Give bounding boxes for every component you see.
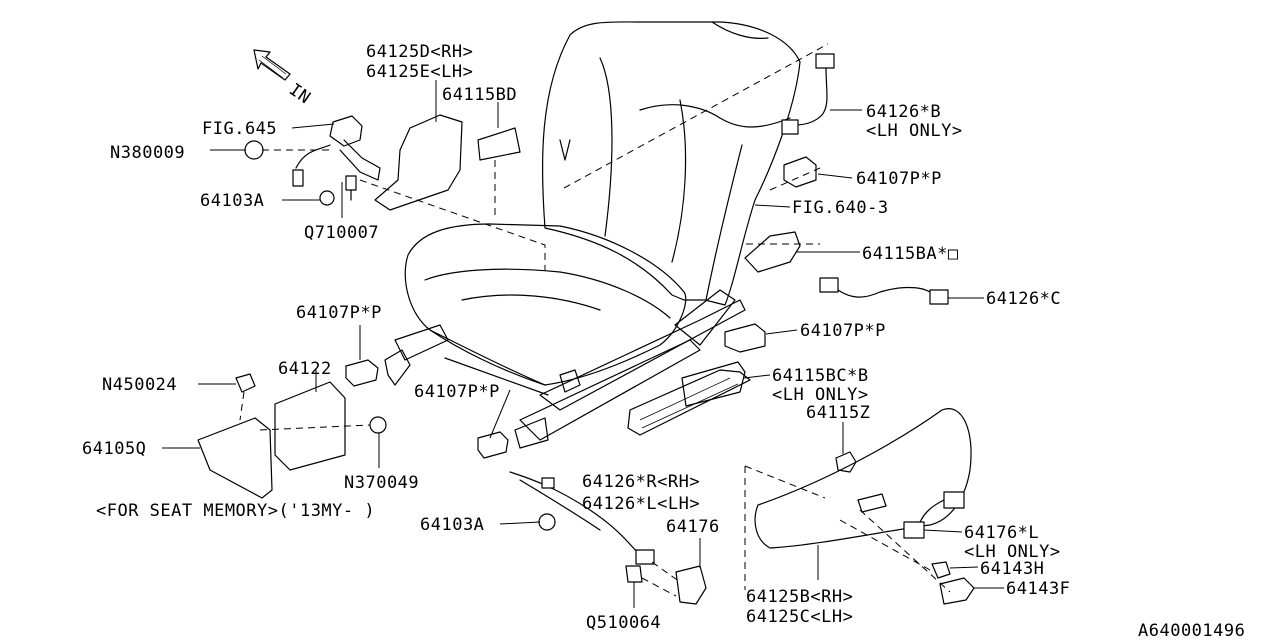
module-64122-drawing xyxy=(274,381,346,471)
harness-64126rl-drawing xyxy=(509,471,655,565)
label-fig645: FIG.645 xyxy=(202,119,277,139)
belt-buckle-drawing xyxy=(292,115,381,187)
label-64103a-top: 64103A xyxy=(200,191,264,211)
nut-n370049-icon xyxy=(369,416,387,434)
label-64122: 64122 xyxy=(278,359,332,379)
part-labels: 64125D<RH> 64125E<LH> 64115BD FIG.645 N3… xyxy=(82,42,1070,633)
label-n370049: N370049 xyxy=(344,473,419,493)
side-shield-rh-drawing xyxy=(374,114,463,211)
harness-64126c-drawing xyxy=(819,277,949,305)
clip-64103a-bottom-icon xyxy=(538,513,556,531)
label-64115bd: 64115BD xyxy=(442,85,517,105)
cover-64115ba-drawing xyxy=(744,231,801,273)
seat-frame-drawing xyxy=(384,289,751,449)
label-64115z: 64115Z xyxy=(806,403,870,423)
side-cover-64125b-drawing xyxy=(754,408,972,549)
label-64115ba: 64115BA*□ xyxy=(862,244,959,264)
cover-64115bd-drawing xyxy=(477,127,521,161)
label-q510064: Q510064 xyxy=(586,613,661,633)
label-64107pp-2: 64107P*P xyxy=(800,321,886,341)
clip-64143h-icon xyxy=(931,561,951,579)
label-64125e: 64125E<LH> xyxy=(366,62,473,82)
label-64125c: 64125C<LH> xyxy=(746,607,853,627)
bracket-64105q-drawing xyxy=(197,417,273,499)
label-64126b: 64126*B xyxy=(866,102,941,122)
nut-n450024-icon xyxy=(235,373,256,393)
label-fig640: FIG.640-3 xyxy=(792,198,889,218)
label-64105q: 64105Q xyxy=(82,439,146,459)
label-64126b-note: <LH ONLY> xyxy=(866,121,963,141)
leader-lines xyxy=(162,80,1004,608)
label-64126c: 64126*C xyxy=(986,289,1061,309)
label-64107pp-1: 64107P*P xyxy=(856,169,942,189)
clip-64107pp-1-drawing xyxy=(783,156,817,188)
label-64143f: 64143F xyxy=(1006,579,1070,599)
harness-64176l-drawing xyxy=(903,491,965,539)
label-n450024: N450024 xyxy=(102,375,177,395)
switch-64176-drawing xyxy=(675,565,707,605)
clip-64143f-icon xyxy=(939,577,975,605)
drawing-number: A640001496 xyxy=(1138,621,1245,640)
direction-label: IN xyxy=(285,80,314,109)
label-64176l: 64176*L xyxy=(964,523,1039,543)
clip-64107pp-3-drawing xyxy=(345,359,379,387)
dashed-assembly-lines xyxy=(239,43,951,597)
label-seat-memory-note: <FOR SEAT MEMORY>('13MY- ) xyxy=(96,501,375,521)
label-64115bc-note: <LH ONLY> xyxy=(772,385,869,405)
bolt-q510064-icon xyxy=(625,565,643,583)
bolt-q710007-icon xyxy=(345,175,357,201)
clip-64115z-icon xyxy=(835,451,857,473)
label-64176: 64176 xyxy=(666,517,720,537)
seat-back-drawing xyxy=(541,21,801,306)
label-64143h: 64143H xyxy=(980,559,1044,579)
label-q710007: Q710007 xyxy=(304,223,379,243)
label-64126r: 64126*R<RH> xyxy=(582,472,700,492)
clip-64107pp-2-drawing xyxy=(724,323,766,353)
n380009-washer-icon xyxy=(244,140,264,160)
label-64126l: 64126*L<LH> xyxy=(582,494,700,514)
harness-64126b-drawing xyxy=(781,53,835,135)
label-64115bc: 64115BC*B xyxy=(772,366,869,386)
direction-arrow-icon xyxy=(253,49,291,81)
label-64125d: 64125D<RH> xyxy=(366,42,473,62)
label-n380009: N380009 xyxy=(110,143,185,163)
cover-64115bc-drawing xyxy=(681,361,746,407)
label-64103a-bottom: 64103A xyxy=(420,515,484,535)
clip-64103a-top-icon xyxy=(319,190,335,206)
label-64107pp-4: 64107P*P xyxy=(414,382,500,402)
clip-64107pp-4-drawing xyxy=(477,431,509,459)
label-64125b: 64125B<RH> xyxy=(746,587,853,607)
seat-cushion-drawing xyxy=(404,223,687,386)
label-64176l-note: <LH ONLY> xyxy=(964,542,1061,562)
label-64107pp-3: 64107P*P xyxy=(296,303,382,323)
